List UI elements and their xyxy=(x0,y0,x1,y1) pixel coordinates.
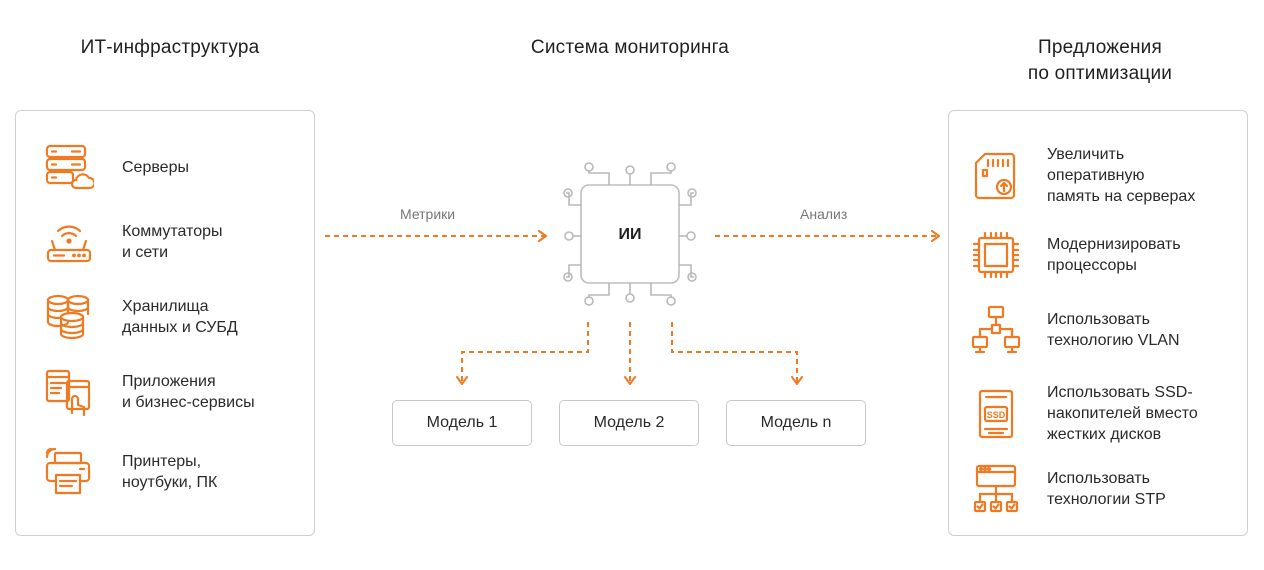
opt-item-stp: Использовать технологии STP xyxy=(971,464,1166,514)
database-stack-icon xyxy=(46,294,90,340)
infra-item-switches: Коммутаторы и сети xyxy=(44,217,223,267)
infra-label: Приложения и бизнес-сервисы xyxy=(122,373,255,411)
infra-item-storage: Хранилища данных и СУБД xyxy=(44,292,238,342)
opt-label: Увеличить оперативную память на серверах xyxy=(1047,146,1196,205)
svg-text:SSD: SSD xyxy=(987,410,1006,420)
metrics-label: Метрики xyxy=(400,206,456,222)
network-tree-icon xyxy=(971,305,1021,354)
model-1-box: Модель 1 xyxy=(392,400,532,446)
infra-item-servers: Серверы xyxy=(44,142,189,192)
model-n-box: Модель n xyxy=(726,400,866,446)
ai-chip-label: ИИ xyxy=(618,226,642,243)
infrastructure-heading: ИТ-инфраструктура xyxy=(80,37,260,58)
opt-label: Использовать технологию VLAN xyxy=(1047,311,1180,349)
infra-label: Серверы xyxy=(122,158,189,176)
opt-item-ssd: SSD Использовать SSD- накопителей вместо… xyxy=(971,382,1198,445)
infra-item-apps: Приложения и бизнес-сервисы xyxy=(44,367,255,417)
opt-item-ram: Увеличить оперативную память на серверах xyxy=(971,144,1195,207)
stp-topology-icon xyxy=(973,464,1019,513)
infra-item-printers: Принтеры, ноутбуки, ПК xyxy=(44,447,217,497)
ai-chip xyxy=(563,162,697,306)
infra-label: Коммутаторы и сети xyxy=(122,223,223,261)
opt-label: Модернизировать процессоры xyxy=(1047,236,1181,274)
app-window-touch-icon xyxy=(45,369,91,417)
memory-card-upgrade-icon xyxy=(974,152,1016,199)
printer-icon xyxy=(45,447,91,495)
infra-label: Хранилища данных и СУБД xyxy=(122,298,238,336)
opt-label: Использовать технологии STP xyxy=(1047,470,1166,508)
opt-label: Использовать SSD- накопителей вместо жес… xyxy=(1047,384,1198,443)
router-wifi-icon xyxy=(46,225,92,263)
opt-item-cpu: Модернизировать процессоры xyxy=(971,230,1181,280)
monitoring-heading: Система мониторинга xyxy=(530,37,730,58)
model-n-arrow xyxy=(671,322,803,385)
model-2-box: Модель 2 xyxy=(559,400,699,446)
ssd-drive-icon: SSD xyxy=(978,389,1014,438)
cpu-chip-icon xyxy=(972,231,1020,279)
optimization-panel: Увеличить оперативную память на серверах… xyxy=(948,110,1248,536)
analysis-label: Анализ xyxy=(800,206,848,222)
infra-label: Принтеры, ноутбуки, ПК xyxy=(122,453,218,491)
infrastructure-panel: Серверы Коммутаторы и сети Хранилища дан… xyxy=(15,110,315,536)
server-cloud-icon xyxy=(45,144,94,190)
opt-item-vlan: Использовать технологию VLAN xyxy=(971,305,1180,355)
model-1-arrow xyxy=(456,322,589,385)
optimization-heading: Предложения по оптимизации xyxy=(1027,37,1173,84)
